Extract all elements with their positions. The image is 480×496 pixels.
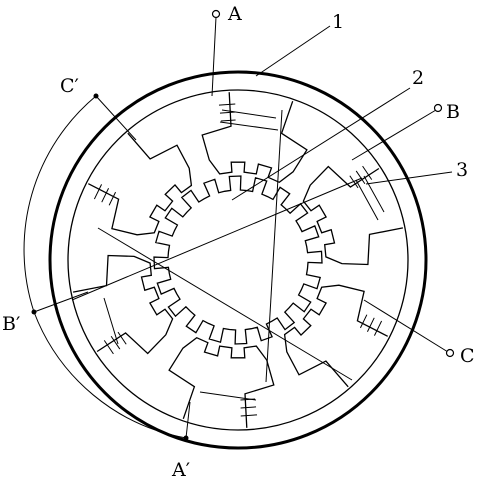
winding-c-cross <box>71 177 363 301</box>
coil-mark <box>108 191 117 206</box>
coil-mark <box>366 317 375 332</box>
stator-pole-1 <box>201 92 308 184</box>
label-terminal-a-prime: A′ <box>171 459 190 481</box>
winding-c-lead <box>363 299 449 353</box>
winding-a-line <box>211 16 217 97</box>
coil-link-2 <box>219 121 279 131</box>
stator-poles <box>72 92 404 428</box>
label-terminal-c: C <box>460 345 475 367</box>
leader-part-3 <box>365 171 453 185</box>
winding-span-arc-bottom <box>33 311 187 439</box>
stator-outer-circle <box>48 70 428 450</box>
winding-c-prime-lead <box>95 95 137 141</box>
coil-mark <box>103 340 114 355</box>
winding-lines <box>33 16 449 439</box>
coil-mark <box>240 414 258 417</box>
coil-mark <box>355 170 366 185</box>
label-part-2: 2 <box>412 67 424 89</box>
leader-part-1 <box>255 25 331 77</box>
winding-a-prime-lead <box>185 401 191 439</box>
coil-mark <box>218 103 236 106</box>
terminal-b-prime-dot <box>31 309 37 315</box>
coil-mark <box>93 184 103 200</box>
coil-link-5 <box>199 391 257 401</box>
winding-b-lead <box>351 109 437 161</box>
label-part-3: 3 <box>456 159 468 181</box>
terminal-c-dot <box>445 348 455 358</box>
stator-yoke-circle <box>67 89 409 431</box>
rotor <box>153 175 323 345</box>
coil-link-6 <box>103 297 119 345</box>
stator-pole-5 <box>72 254 174 355</box>
leader-part-2 <box>231 87 411 201</box>
coil-link-3 <box>355 179 379 221</box>
stator-pole-6 <box>88 132 193 236</box>
stator-pole-4 <box>168 336 275 428</box>
label-terminal-b: B <box>446 101 460 123</box>
terminal-a-prime-dot <box>183 435 189 441</box>
label-terminal-c-prime: C′ <box>60 75 79 97</box>
terminal-a-dot <box>211 9 221 19</box>
stator-pole-2 <box>302 165 404 266</box>
label-terminal-a: A <box>227 3 242 25</box>
winding-a-cross <box>265 109 283 383</box>
winding-b-prime-lead <box>33 291 89 313</box>
coil-mark <box>359 314 368 329</box>
coil-mark <box>219 111 236 114</box>
coil-mark <box>101 188 110 203</box>
winding-span-arc-left <box>23 95 97 313</box>
label-terminal-b-prime: B′ <box>2 313 20 335</box>
winding-b-cross <box>97 227 353 381</box>
terminal-c-prime-dot <box>93 93 99 99</box>
coil-mark <box>220 119 236 122</box>
label-part-1: 1 <box>332 11 344 33</box>
coil-mark <box>240 406 257 409</box>
stator-pole-3 <box>283 284 388 388</box>
coil-mark <box>110 335 121 350</box>
coil-link-1 <box>221 109 277 119</box>
coil-mark <box>373 320 383 336</box>
coil-mark <box>362 165 373 180</box>
coil-mark <box>117 331 127 345</box>
coil-link-4 <box>363 175 385 213</box>
terminal-b-dot <box>433 103 443 113</box>
